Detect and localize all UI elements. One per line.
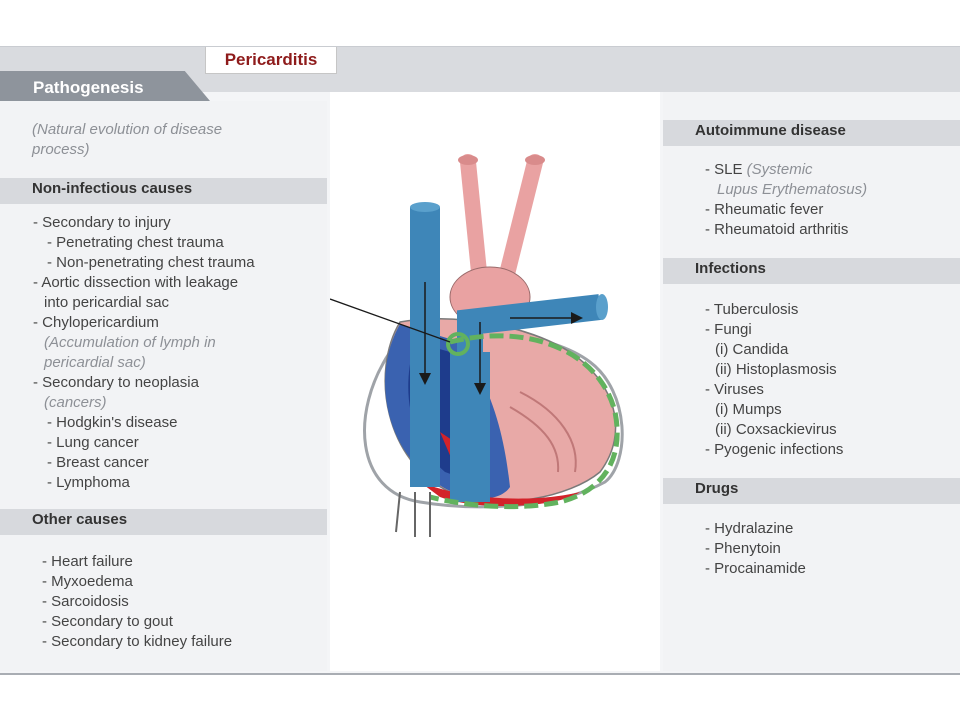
other-cause-item: - Heart failure xyxy=(42,553,133,570)
intro-line-1: (Natural evolution of disease xyxy=(32,121,223,138)
heart-illustration-panel xyxy=(329,92,660,671)
noninfectious-item: - Breast cancer xyxy=(47,454,149,471)
right-column xyxy=(663,92,960,671)
noninfectious-item: pericardial sac) xyxy=(44,354,146,371)
noninfectious-item: - Hodgkin's disease xyxy=(47,414,178,431)
autoimmune-item: - SLE (Systemic xyxy=(705,160,813,180)
infection-item: - Tuberculosis xyxy=(705,301,799,318)
noninfectious-item: - Lung cancer xyxy=(47,434,139,451)
infection-item: (i) Mumps xyxy=(715,401,782,418)
infections-heading: Infections xyxy=(663,258,960,284)
noninfectious-item: (Accumulation of lymph in xyxy=(44,334,216,351)
page-title: Pericarditis xyxy=(205,47,337,74)
infection-item: (ii) Coxsackievirus xyxy=(715,421,837,438)
autoimmune-item-note: (Systemic xyxy=(742,161,813,178)
infection-item: - Fungi xyxy=(705,321,752,338)
infection-item: (i) Candida xyxy=(715,341,789,358)
drug-item: - Phenytoin xyxy=(705,540,781,557)
drugs-heading: Drugs xyxy=(663,478,960,504)
other-causes-heading: Other causes xyxy=(0,509,327,535)
section-tab: Pathogenesis xyxy=(0,71,210,101)
noninfectious-item: into pericardial sac xyxy=(44,294,170,311)
other-cause-item: - Sarcoidosis xyxy=(42,593,129,610)
noninfectious-heading: Non-infectious causes xyxy=(0,178,327,204)
autoimmune-item: - Rheumatoid arthritis xyxy=(705,220,848,240)
noninfectious-item: - Secondary to neoplasia xyxy=(33,374,199,391)
drug-item: - Procainamide xyxy=(705,560,806,577)
autoimmune-item: Lupus Erythematosus) xyxy=(717,180,867,200)
noninfectious-item: - Non-penetrating chest trauma xyxy=(47,254,255,271)
noninfectious-item: - Lymphoma xyxy=(47,474,130,491)
infection-item: (ii) Histoplasmosis xyxy=(715,361,837,378)
drug-item: - Hydralazine xyxy=(705,520,794,537)
autoimmune-item-label: - Rheumatoid arthritis xyxy=(705,221,849,238)
heart-illustration xyxy=(329,154,624,537)
autoimmune-item-label: - SLE xyxy=(705,161,743,178)
noninfectious-item: - Aortic dissection with leakage xyxy=(33,274,239,291)
noninfectious-item: (cancers) xyxy=(44,394,107,411)
noninfectious-item: - Penetrating chest trauma xyxy=(47,234,224,251)
other-cause-item: - Secondary to kidney failure xyxy=(42,633,233,650)
noninfectious-item: - Chylopericardium xyxy=(33,314,159,331)
infection-item: - Pyogenic infections xyxy=(705,441,844,458)
autoimmune-item: - Rheumatic fever xyxy=(705,200,823,220)
other-cause-item: - Myxoedema xyxy=(42,573,133,590)
noninfectious-item: - Secondary to injury xyxy=(33,214,171,231)
other-cause-item: - Secondary to gout xyxy=(42,613,173,630)
infection-item: - Viruses xyxy=(705,381,764,398)
autoimmune-item-label: - Rheumatic fever xyxy=(705,201,824,218)
autoimmune-heading: Autoimmune disease xyxy=(663,120,960,146)
autoimmune-item-note: Lupus Erythematosus) xyxy=(717,181,868,198)
intro-line-2: process) xyxy=(32,141,90,158)
